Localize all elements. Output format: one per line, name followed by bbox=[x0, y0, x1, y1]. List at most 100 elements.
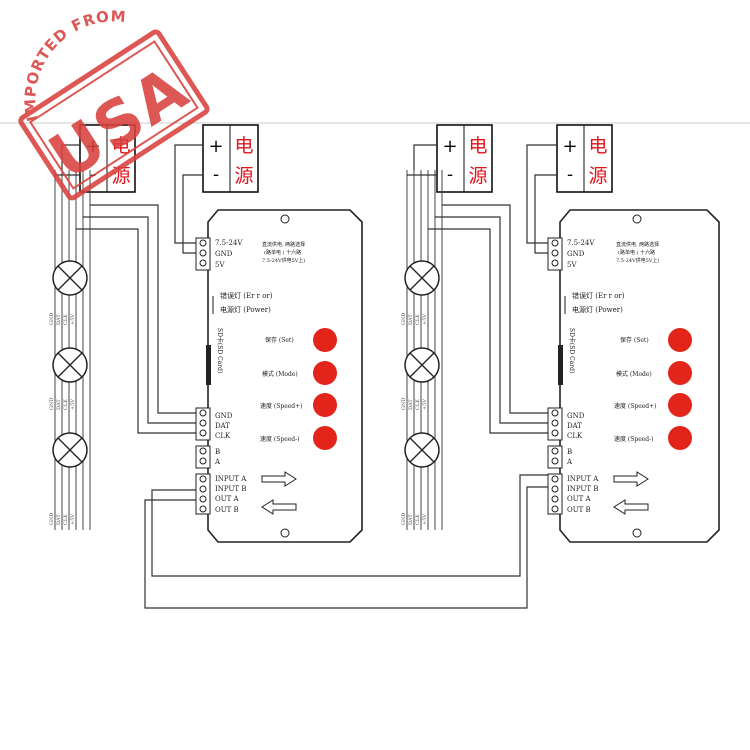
power-label-bottom: 源 bbox=[234, 165, 253, 187]
plus-sign: + bbox=[208, 136, 223, 157]
button-label: 速度 (Speed+) bbox=[614, 402, 657, 410]
button-label: 保存 (Set) bbox=[620, 336, 649, 344]
button-label: 模式 (Mode) bbox=[616, 370, 652, 378]
svg-text:+5V: +5V bbox=[70, 514, 76, 525]
arrow-right-icon bbox=[613, 471, 649, 487]
plus-sign: + bbox=[442, 136, 457, 157]
indicator-power-label: 电源灯 (Power) bbox=[572, 305, 623, 314]
sd-card-label: SD卡(SD Card) bbox=[216, 328, 224, 373]
button-label: 速度 (Speed-) bbox=[260, 435, 300, 443]
button-label: 模式 (Mode) bbox=[262, 370, 298, 378]
svg-text:CLK: CLK bbox=[415, 514, 421, 525]
link-wire-b bbox=[144, 486, 555, 609]
lamp-icon bbox=[404, 260, 440, 296]
mount-hole bbox=[632, 528, 642, 538]
controller-body bbox=[207, 209, 363, 543]
svg-text:DAT: DAT bbox=[408, 314, 414, 325]
svg-text:+5V: +5V bbox=[422, 314, 428, 325]
controller-unit-2: + - 电 源 + - 电 源 GND DAT CLK +5V bbox=[401, 124, 720, 543]
note-line: (路单电 ( 十六路 bbox=[618, 249, 655, 256]
controller-unit-1: + - 电 源 + - 电 源 GND DAT bbox=[49, 124, 363, 543]
note-line: (路单电 ( 十六路 bbox=[264, 249, 301, 256]
power-label-bottom: 源 bbox=[468, 165, 487, 187]
note-line: 7.5-24V供电5V上) bbox=[262, 257, 305, 264]
io-terminal bbox=[195, 473, 211, 515]
plus-sign: + bbox=[562, 136, 577, 157]
controller-body bbox=[559, 209, 720, 543]
button-label: 保存 (Set) bbox=[265, 336, 294, 344]
speed-down-button[interactable] bbox=[668, 426, 692, 450]
output-terminal bbox=[547, 407, 563, 441]
svg-text:DAT: DAT bbox=[408, 399, 414, 410]
note-line: 直流供电, 两路选择 bbox=[616, 241, 659, 248]
lamp-icon bbox=[52, 260, 88, 296]
note-line: 直流供电, 两路选择 bbox=[262, 241, 305, 248]
svg-text:GND: GND bbox=[401, 398, 407, 410]
term-label: 7.5-24V bbox=[215, 239, 243, 247]
set-button[interactable] bbox=[668, 328, 692, 352]
speed-up-button[interactable] bbox=[313, 393, 337, 417]
term-label: GND bbox=[215, 412, 233, 420]
lamp-icon bbox=[52, 347, 88, 383]
sd-card-label: SD卡(SD Card) bbox=[568, 328, 576, 373]
mode-button[interactable] bbox=[668, 361, 692, 385]
svg-text:CLK: CLK bbox=[63, 399, 69, 410]
speed-up-button[interactable] bbox=[668, 393, 692, 417]
set-button[interactable] bbox=[313, 328, 337, 352]
term-label: CLK bbox=[567, 432, 583, 440]
lamp-icon bbox=[404, 432, 440, 468]
term-label: INPUT A bbox=[215, 475, 247, 483]
svg-text:CLK: CLK bbox=[63, 514, 69, 525]
term-label: DAT bbox=[567, 422, 582, 430]
mode-button[interactable] bbox=[313, 361, 337, 385]
term-label: CLK bbox=[215, 432, 231, 440]
term-label: A bbox=[214, 458, 221, 466]
svg-text:DAT: DAT bbox=[56, 514, 62, 525]
svg-text:CLK: CLK bbox=[415, 399, 421, 410]
mount-hole bbox=[280, 528, 290, 538]
svg-text:CLK: CLK bbox=[415, 314, 421, 325]
term-label: DAT bbox=[215, 422, 230, 430]
lamp-icon bbox=[404, 347, 440, 383]
indicator-error-label: 错误灯 (Er r or) bbox=[572, 291, 625, 300]
ab-terminal bbox=[547, 445, 563, 469]
minus-sign: - bbox=[213, 164, 219, 185]
term-label: 5V bbox=[215, 261, 225, 269]
imported-from-usa-stamp: USA IMPORTED FROM bbox=[18, 7, 210, 201]
term-label: OUT A bbox=[215, 495, 240, 503]
svg-text:GND: GND bbox=[401, 513, 407, 525]
mount-hole bbox=[280, 214, 290, 224]
sd-slot bbox=[206, 345, 211, 385]
svg-text:CLK: CLK bbox=[63, 314, 69, 325]
svg-text:DAT: DAT bbox=[408, 514, 414, 525]
svg-text:DAT: DAT bbox=[56, 314, 62, 325]
sd-slot bbox=[558, 345, 563, 385]
minus-sign: - bbox=[567, 164, 573, 185]
svg-text:GND: GND bbox=[49, 313, 55, 325]
term-label: INPUT B bbox=[215, 485, 246, 493]
arrow-left-icon bbox=[613, 499, 649, 515]
power-supply-2b: + - 电 源 bbox=[556, 124, 613, 193]
power-label-top: 电 bbox=[588, 135, 607, 157]
speed-down-button[interactable] bbox=[313, 426, 337, 450]
power-input-terminal bbox=[195, 237, 211, 271]
power-input-terminal bbox=[547, 237, 563, 271]
ab-terminal bbox=[195, 445, 211, 469]
mount-hole bbox=[632, 214, 642, 224]
note-line: 7.5-24V供电5V上) bbox=[616, 257, 659, 264]
power-label-top: 电 bbox=[468, 135, 487, 157]
term-label: 7.5-24V bbox=[567, 239, 595, 247]
arrow-right-icon bbox=[261, 471, 297, 487]
term-label: B bbox=[567, 448, 572, 456]
term-label: OUT A bbox=[567, 495, 592, 503]
power-supply-2a: + - 电 源 bbox=[436, 124, 493, 193]
term-label: GND bbox=[567, 250, 585, 258]
button-label: 速度 (Speed-) bbox=[614, 435, 654, 443]
term-label: GND bbox=[567, 412, 585, 420]
power-label-bottom: 源 bbox=[588, 165, 607, 187]
plus-sign: + bbox=[85, 136, 100, 157]
svg-text:+5V: +5V bbox=[422, 514, 428, 525]
term-label: GND bbox=[215, 250, 233, 258]
svg-text:+5V: +5V bbox=[70, 399, 76, 410]
